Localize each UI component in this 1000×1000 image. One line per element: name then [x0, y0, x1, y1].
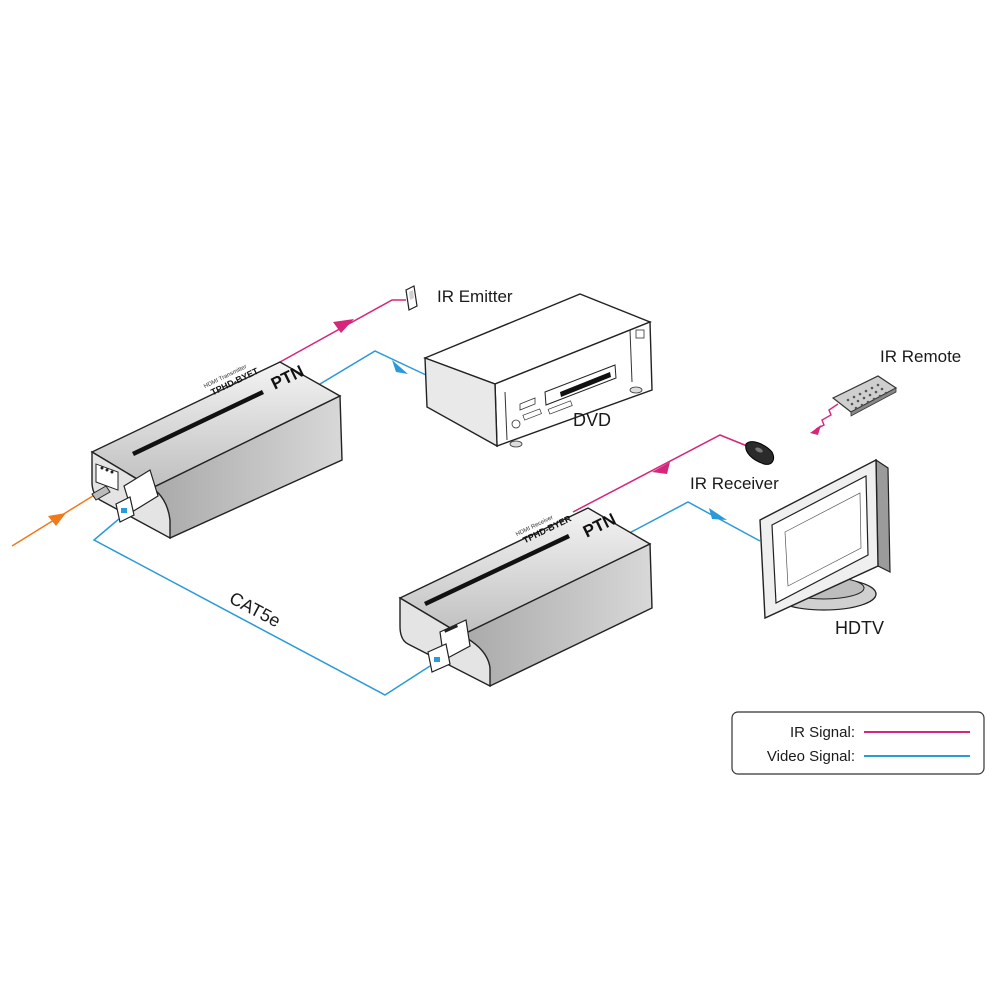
- legend-video-signal-label: Video Signal:: [767, 748, 855, 765]
- dvd-player-icon: [423, 293, 653, 448]
- dvd-label: DVD: [573, 410, 611, 430]
- ir-receiver-icon: [745, 441, 775, 465]
- hdtv-icon: [759, 458, 891, 620]
- ir-remote-label: IR Remote: [880, 347, 961, 366]
- hdtv-label: HDTV: [835, 618, 884, 638]
- ir-emitter-line: [261, 299, 406, 373]
- video-dvd-line: [299, 350, 427, 397]
- power-input-line: [11, 493, 97, 547]
- cat5e-cable-line: [92, 512, 431, 696]
- ir-receiver-line: [572, 434, 753, 513]
- legend: IR Signal: Video Signal:: [731, 711, 985, 775]
- ir-receiver-label: IR Receiver: [690, 474, 779, 493]
- ir-emitter-label: IR Emitter: [437, 287, 513, 306]
- transmitter-device: [90, 361, 343, 540]
- video-hdtv-line: [619, 501, 761, 542]
- cat5e-label: CAT5e: [226, 588, 284, 631]
- ir-emitter-icon: [405, 285, 418, 311]
- ir-remote-signal: [810, 403, 839, 435]
- ir-remote-icon: [831, 375, 898, 417]
- receiver-device: [398, 507, 653, 688]
- legend-ir-signal-label: IR Signal:: [790, 724, 855, 741]
